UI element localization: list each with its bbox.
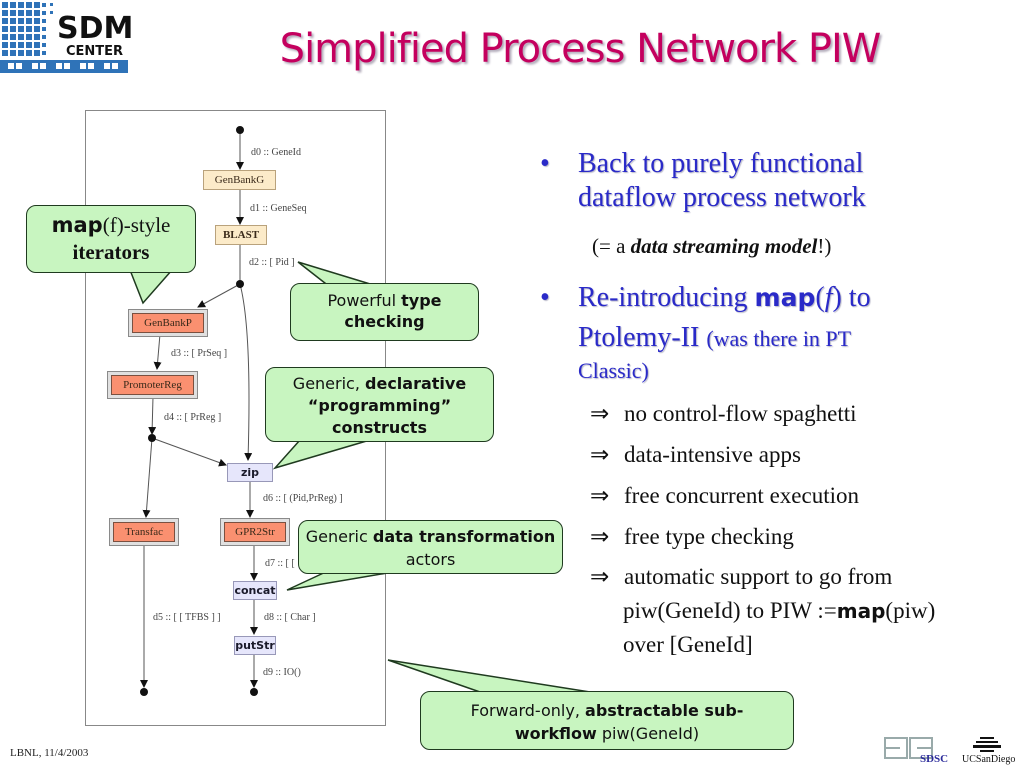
callout-dt-bold: data transformation bbox=[372, 527, 556, 546]
bullet-1-note: (= a data streaming model!) bbox=[592, 234, 831, 259]
callout-data-transformation: Generic data transformation actors bbox=[298, 520, 563, 574]
edge-label-d0: d0 :: GeneId bbox=[251, 147, 301, 158]
ucsd-trident-icon bbox=[973, 737, 1001, 752]
callout-type-checking: Powerful type checking bbox=[290, 283, 479, 341]
last-item-line1: automatic support to go from bbox=[624, 564, 893, 589]
implies-arrow-icon: ⇒ bbox=[590, 483, 610, 508]
bullet-dot: • bbox=[540, 282, 550, 313]
callout-decl-bold3: constructs bbox=[332, 418, 427, 437]
sdsc-logo-icon: SDSC UCSanDiego bbox=[884, 737, 1015, 765]
edge-label-d9: d9 :: IO() bbox=[263, 667, 301, 678]
bullet-2-f: f bbox=[824, 282, 833, 313]
node-putstr[interactable]: putStr bbox=[234, 636, 276, 655]
sub-item: ⇒ data-intensive apps bbox=[590, 434, 935, 475]
bullet-2-prefix: Re-introducing bbox=[578, 282, 755, 313]
callout-decl-bold2: “programming” bbox=[307, 396, 452, 415]
last-item-line2a: piw(GeneId) to PIW := bbox=[623, 598, 837, 623]
bullet-1-line2: dataflow process network bbox=[578, 182, 866, 213]
node-transfac[interactable]: Transfac bbox=[113, 522, 175, 542]
sub-item-text: data-intensive apps bbox=[624, 442, 801, 467]
callout-subworkflow: Forward-only, abstractable sub- workflow… bbox=[420, 691, 794, 750]
callout-type-bold: type checking bbox=[344, 291, 442, 331]
edge-label-d5: d5 :: [ [ TFBS ] ] bbox=[153, 612, 221, 623]
bullet-2-line2-small: (was there in PT bbox=[706, 326, 852, 351]
sub-item: ⇒ free concurrent execution bbox=[590, 475, 935, 516]
ucsd-text: UCSanDiego bbox=[962, 754, 1015, 765]
edge-label-d7: d7 :: [ [ bbox=[265, 558, 295, 569]
paren-close: ) bbox=[832, 282, 842, 313]
sub-item-text: no control-flow spaghetti bbox=[624, 401, 857, 426]
footer-logos: SDSC UCSanDiego bbox=[880, 733, 1020, 765]
note-emphasis: data streaming model bbox=[630, 234, 818, 258]
last-item-map: map bbox=[836, 599, 886, 623]
slide-title: Simplified Process Network PIW bbox=[279, 26, 882, 72]
sub-item-text: free type checking bbox=[624, 524, 794, 549]
bullet-2-line2: Ptolemy-II bbox=[578, 322, 707, 353]
implies-arrow-icon: ⇒ bbox=[590, 442, 610, 467]
note-suffix: !) bbox=[817, 234, 832, 258]
sub-item-text: free concurrent execution bbox=[624, 483, 859, 508]
implies-arrow-icon: ⇒ bbox=[590, 524, 610, 549]
last-item-line2b: (piw) bbox=[885, 598, 936, 623]
sub-item-list: ⇒ no control-flow spaghetti ⇒ data-intensi… bbox=[590, 393, 935, 662]
sdm-center-logo: SDM CENTER bbox=[0, 0, 135, 75]
callout-decl-normal: Generic, bbox=[292, 374, 366, 393]
callout-map-rest: (f)-style bbox=[102, 213, 171, 237]
node-zip[interactable]: zip bbox=[227, 463, 273, 482]
callout-decl-bold1: declarative bbox=[365, 374, 467, 393]
callout-sw-bold1: abstractable sub- bbox=[585, 701, 744, 720]
bullet-2: • Re-introducing map(f) to Ptolemy-II (wa… bbox=[540, 278, 871, 359]
callout-sw-tail: piw(GeneId) bbox=[596, 724, 700, 743]
callout-sw-bold2: workflow bbox=[514, 724, 597, 743]
node-blast[interactable]: BLAST bbox=[215, 225, 267, 245]
callout-type-normal: Powerful bbox=[327, 291, 402, 310]
implies-arrow-icon: ⇒ bbox=[590, 564, 610, 589]
tail-subworkflow bbox=[387, 659, 591, 693]
edge-label-d2: d2 :: [ Pid ] bbox=[249, 257, 295, 268]
node-concat[interactable]: concat bbox=[233, 581, 277, 600]
sub-item: ⇒ no control-flow spaghetti bbox=[590, 393, 935, 434]
callout-dt-normal: Generic bbox=[305, 527, 373, 546]
node-promoterreg[interactable]: PromoterReg bbox=[111, 375, 194, 395]
callout-map-iterators: map(f)-style iterators bbox=[26, 205, 196, 273]
callout-map-keyword: map bbox=[51, 213, 103, 237]
callout-map-line2: iterators bbox=[72, 240, 150, 264]
bullet-dot: • bbox=[540, 148, 550, 179]
bullet-2-suffix: to bbox=[841, 282, 871, 313]
bullet-2-line3: Classic) bbox=[578, 358, 649, 383]
node-genbankp[interactable]: GenBankP bbox=[132, 313, 204, 333]
logo-sdm-text: SDM bbox=[57, 11, 133, 46]
bullet-2-map: map bbox=[754, 283, 816, 312]
bullet-1: • Back to purely functional dataflow proc… bbox=[540, 147, 866, 215]
logo-center-text: CENTER bbox=[66, 44, 123, 59]
edge-label-d6: d6 :: [ (Pid,PrReg) ] bbox=[263, 493, 343, 504]
sub-item-last: ⇒ automatic support to go from piw(GeneId… bbox=[590, 560, 935, 662]
node-gpr2str[interactable]: GPR2Str bbox=[224, 522, 286, 542]
node-genbankg[interactable]: GenBankG bbox=[203, 170, 276, 190]
callout-sw-normal: Forward-only, bbox=[470, 701, 586, 720]
callout-declarative: Generic, declarative “programming” const… bbox=[265, 367, 494, 442]
edge-label-d8: d8 :: [ Char ] bbox=[264, 612, 316, 623]
last-item-line3: over [GeneId] bbox=[623, 632, 753, 657]
edge-label-d3: d3 :: [ PrSeq ] bbox=[171, 348, 228, 359]
edge-label-d4: d4 :: [ PrReg ] bbox=[164, 412, 222, 423]
paren-open: ( bbox=[815, 282, 825, 313]
bullet-1-line1: Back to purely functional bbox=[578, 148, 864, 179]
edge-label-d1: d1 :: GeneSeq bbox=[250, 203, 307, 214]
sub-item: ⇒ free type checking bbox=[590, 516, 935, 557]
callout-dt-tail: actors bbox=[405, 550, 456, 569]
implies-arrow-icon: ⇒ bbox=[590, 401, 610, 426]
sdsc-text: SDSC bbox=[920, 753, 948, 765]
note-prefix: (= a bbox=[592, 234, 631, 258]
footer-date: LBNL, 11/4/2003 bbox=[10, 747, 89, 759]
